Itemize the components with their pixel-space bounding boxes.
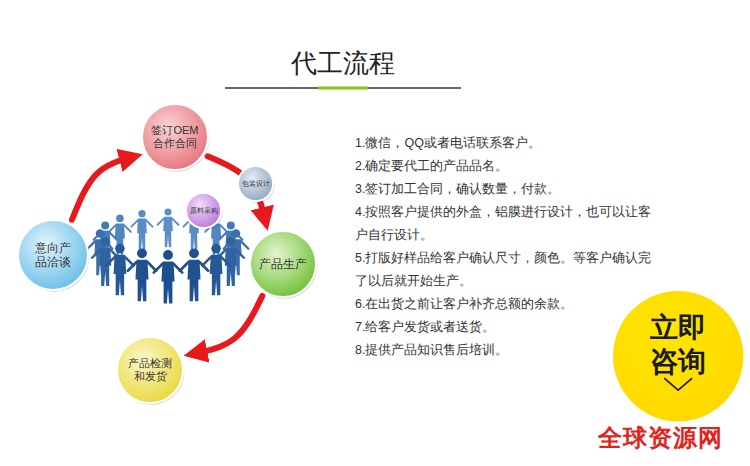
step-list: 1.微信，QQ或者电话联系客户。2.确定要代工的产品品名。3.签订加工合同，确认…	[355, 132, 657, 362]
person-head	[227, 221, 235, 229]
person-head	[226, 237, 235, 246]
circle-fill	[250, 231, 316, 297]
person-figure	[180, 248, 208, 301]
diagram-title: 代工流程	[225, 46, 461, 81]
person-figure	[128, 248, 156, 301]
circle-fill	[238, 166, 273, 201]
node-text: 产品检测 和发货	[126, 357, 174, 383]
person-arms	[109, 225, 131, 232]
person-body	[225, 248, 237, 286]
person-head	[101, 237, 110, 246]
circle-fill	[186, 193, 221, 228]
cycle-arrow	[72, 157, 134, 220]
person-arms	[180, 262, 208, 271]
people-ring	[88, 208, 249, 303]
person-body	[135, 260, 148, 301]
person-arms	[158, 218, 179, 224]
circle-fill	[613, 291, 743, 421]
person-body	[99, 248, 111, 286]
step-text: 6.在出货之前让客户补齐总额的余款。	[355, 293, 657, 316]
step-circle: 签订OEM 合作合同	[141, 103, 209, 171]
person-figure	[131, 210, 152, 249]
step-text: 7.给客户发货或者送货。	[355, 316, 657, 339]
step-text: 5.打版好样品给客户确认尺寸，颜色。等客户确认完了以后就开始生产。	[355, 247, 657, 293]
title-accent	[318, 87, 368, 90]
person-head	[189, 248, 199, 258]
person-head	[163, 250, 173, 260]
consult-badge: 立即 咨询	[612, 290, 744, 422]
circle-fill	[18, 220, 88, 290]
person-head	[138, 210, 145, 217]
person-body	[210, 255, 223, 295]
step-text: 1.微信，QQ或者电话联系客户。	[355, 132, 657, 155]
node-text: 意向产 品洽谈	[33, 241, 73, 270]
person-head	[164, 208, 171, 215]
person-body	[137, 219, 147, 250]
person-head	[101, 221, 109, 229]
minor-circle: 原料采购	[185, 192, 222, 229]
node-text: 产品生产	[257, 257, 309, 271]
step-text: 3.签订加工合同，确认数量，付款。	[355, 178, 657, 201]
person-arms	[202, 257, 230, 265]
step-text: 2.确定要代工的产品品名。	[355, 155, 657, 178]
person-head	[116, 215, 124, 223]
title-underline	[225, 87, 461, 89]
person-body	[187, 260, 200, 301]
person-head	[96, 229, 105, 238]
minor-circle: 包装设计	[237, 165, 274, 202]
circle-fill	[117, 337, 183, 403]
node-text: 包装设计	[241, 180, 271, 188]
step-text: 8.提供产品知识售后培训。	[355, 339, 657, 362]
step-circle: 产品生产	[249, 230, 317, 298]
person-head	[232, 229, 241, 238]
step-circle: 意向产 品洽谈	[17, 219, 89, 291]
person-arms	[106, 257, 134, 265]
cycle-arrow	[193, 296, 262, 354]
node-text: 立即 咨询	[648, 311, 708, 378]
circle-fill	[142, 104, 208, 170]
person-figure	[154, 250, 183, 303]
person-arms	[154, 264, 183, 273]
person-arms	[131, 220, 152, 226]
step-text: 4.按照客户提供的外盒，铝膜进行设计，也可以让客户自行设计。	[355, 201, 657, 247]
person-body	[114, 255, 127, 295]
watermark: 全球资源网	[598, 422, 723, 454]
node-text: 原料采购	[189, 207, 219, 215]
person-head	[211, 244, 221, 254]
chevron-down	[664, 378, 692, 390]
node-text: 签订OEM 合作合同	[149, 124, 201, 150]
person-body	[163, 217, 173, 247]
person-head	[137, 248, 147, 258]
person-arms	[128, 262, 156, 271]
person-body	[161, 262, 174, 304]
person-head	[115, 244, 125, 254]
person-figure	[158, 208, 179, 247]
step-circle: 产品检测 和发货	[116, 336, 184, 404]
